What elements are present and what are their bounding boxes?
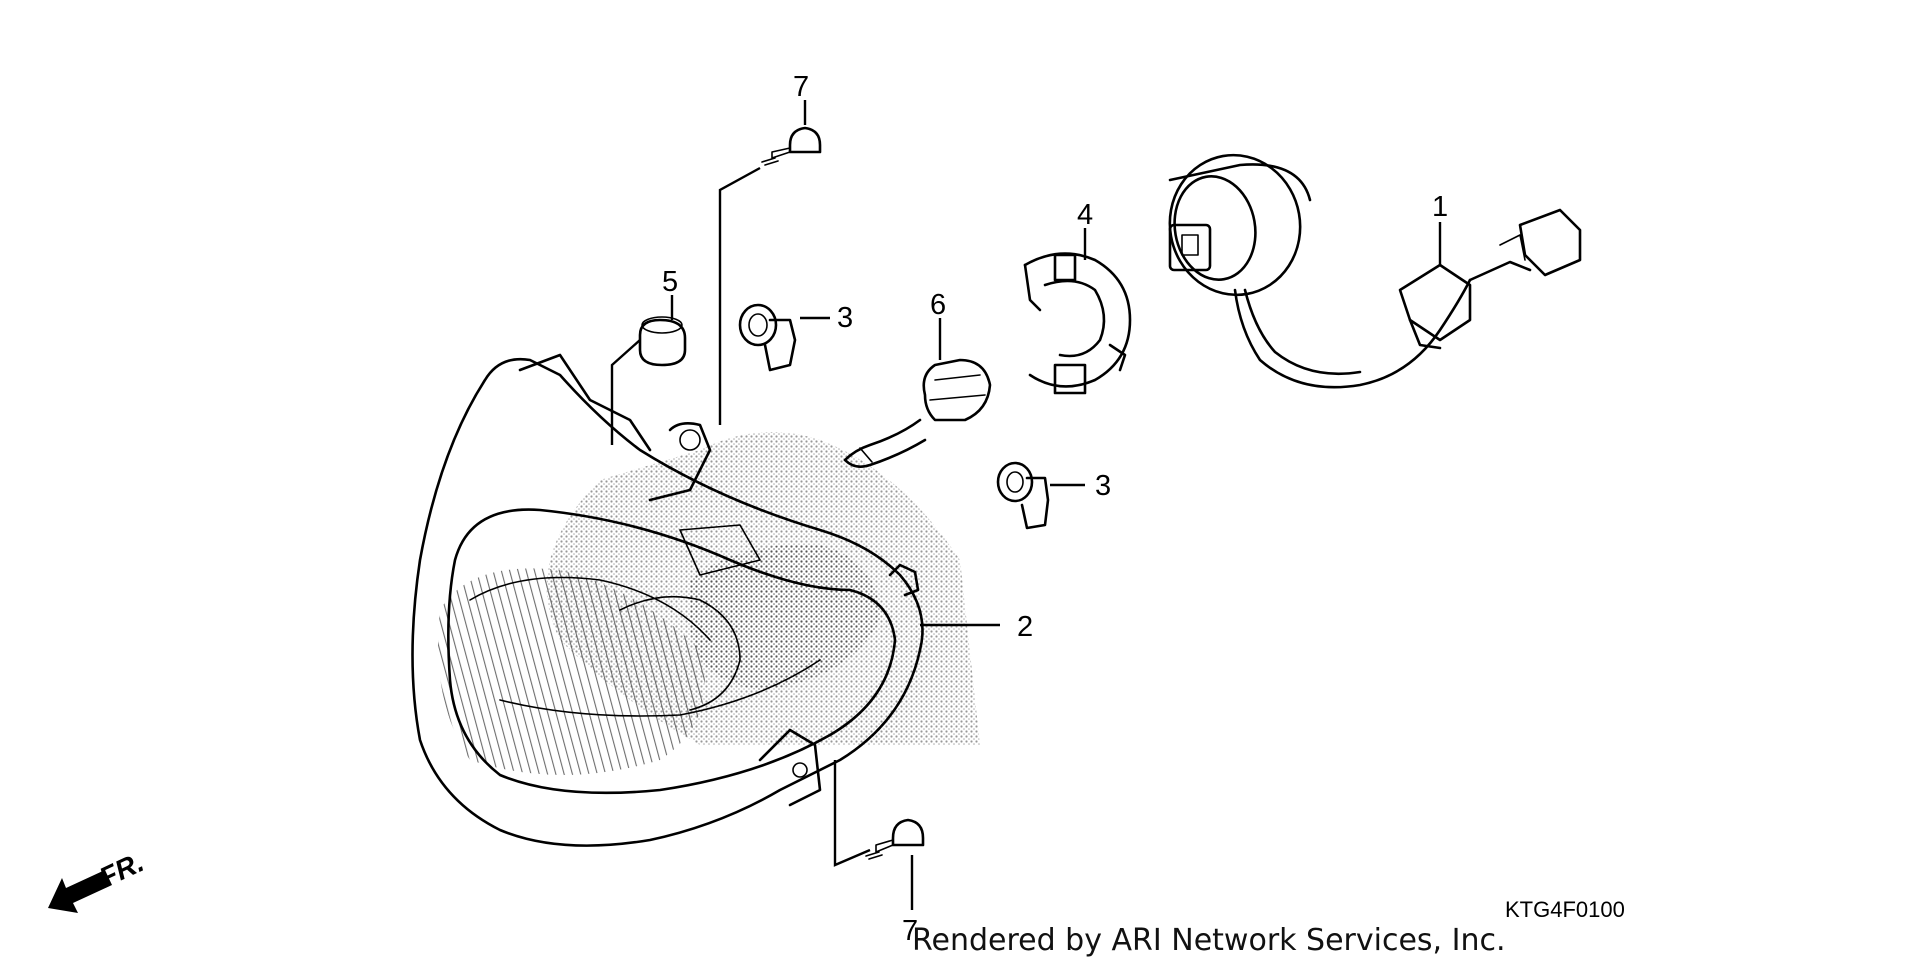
callout-5: 5 xyxy=(662,266,678,298)
bulb[interactable] xyxy=(843,358,992,468)
callout-6: 6 xyxy=(930,289,946,321)
diagram-code: KTG4F0100 xyxy=(1505,897,1625,922)
leader-lines xyxy=(610,100,1442,910)
front-direction-arrow: FR. xyxy=(48,846,148,913)
callout-4: 4 xyxy=(1077,199,1093,231)
rubber-grommet[interactable] xyxy=(638,316,687,367)
screw-upper[interactable] xyxy=(761,126,822,166)
footer-credit: Rendered by ARI Network Services, Inc. xyxy=(912,923,1506,958)
callout-1: 1 xyxy=(1432,191,1448,223)
cap-upper[interactable] xyxy=(738,303,797,372)
callout-3-upper: 3 xyxy=(837,302,853,334)
wire-harness[interactable] xyxy=(1159,145,1582,389)
callout-7-upper: 7 xyxy=(793,71,809,103)
screw-lower[interactable] xyxy=(865,818,925,860)
headlight-unit[interactable] xyxy=(411,353,981,847)
callout-3-lower: 3 xyxy=(1095,470,1111,502)
bulb-socket-cover[interactable] xyxy=(1023,252,1132,395)
callout-2: 2 xyxy=(1017,611,1033,643)
callout-7-lower: 7 xyxy=(902,915,918,947)
cap-lower[interactable] xyxy=(996,461,1050,530)
